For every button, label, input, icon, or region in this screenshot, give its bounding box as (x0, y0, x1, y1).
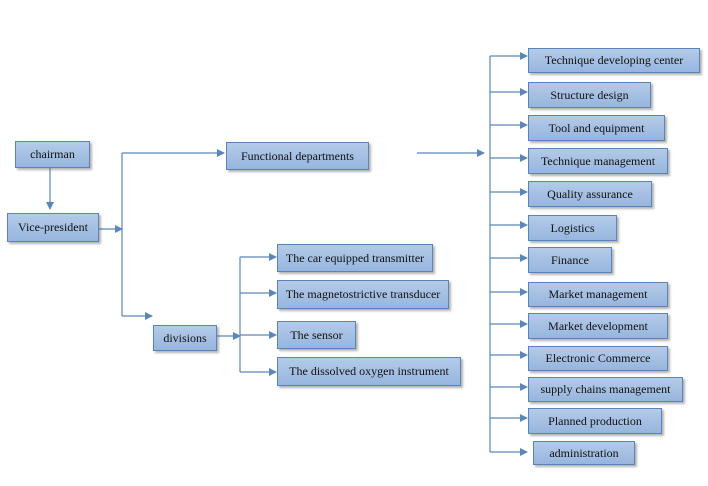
node-dept-structure-design: Structure design (528, 82, 651, 108)
node-dept-electronic-commerce: Electronic Commerce (528, 346, 668, 371)
node-dept-logistics: Logistics (528, 215, 617, 241)
node-vice-president: Vice-president (7, 213, 99, 242)
node-dept-technique-management: Technique management (528, 148, 668, 174)
node-dept-market-development: Market development (528, 313, 668, 339)
node-division-magnetostrictive-transducer: The magnetostrictive transducer (277, 280, 449, 309)
node-divisions: divisions (153, 325, 217, 351)
node-dept-quality-assurance: Quality assurance (528, 181, 652, 207)
node-dept-administration: administration (533, 441, 635, 465)
node-dept-tool-and-equipment: Tool and equipment (528, 115, 665, 141)
node-dept-planned-production: Planned production (528, 408, 662, 434)
node-functional-departments: Functional departments (226, 142, 369, 170)
node-dept-market-management: Market management (528, 282, 668, 307)
node-dept-supply-chains-management: supply chains management (528, 377, 683, 402)
node-dept-technique-developing-center: Technique developing center (528, 48, 700, 73)
node-division-dissolved-oxygen-instrument: The dissolved oxygen instrument (277, 357, 461, 386)
node-division-sensor: The sensor (277, 321, 356, 349)
node-chairman: chairman (15, 141, 90, 168)
node-dept-finance: Finance (528, 247, 612, 273)
node-division-car-equipped-transmitter: The car equipped transmitter (277, 244, 433, 272)
